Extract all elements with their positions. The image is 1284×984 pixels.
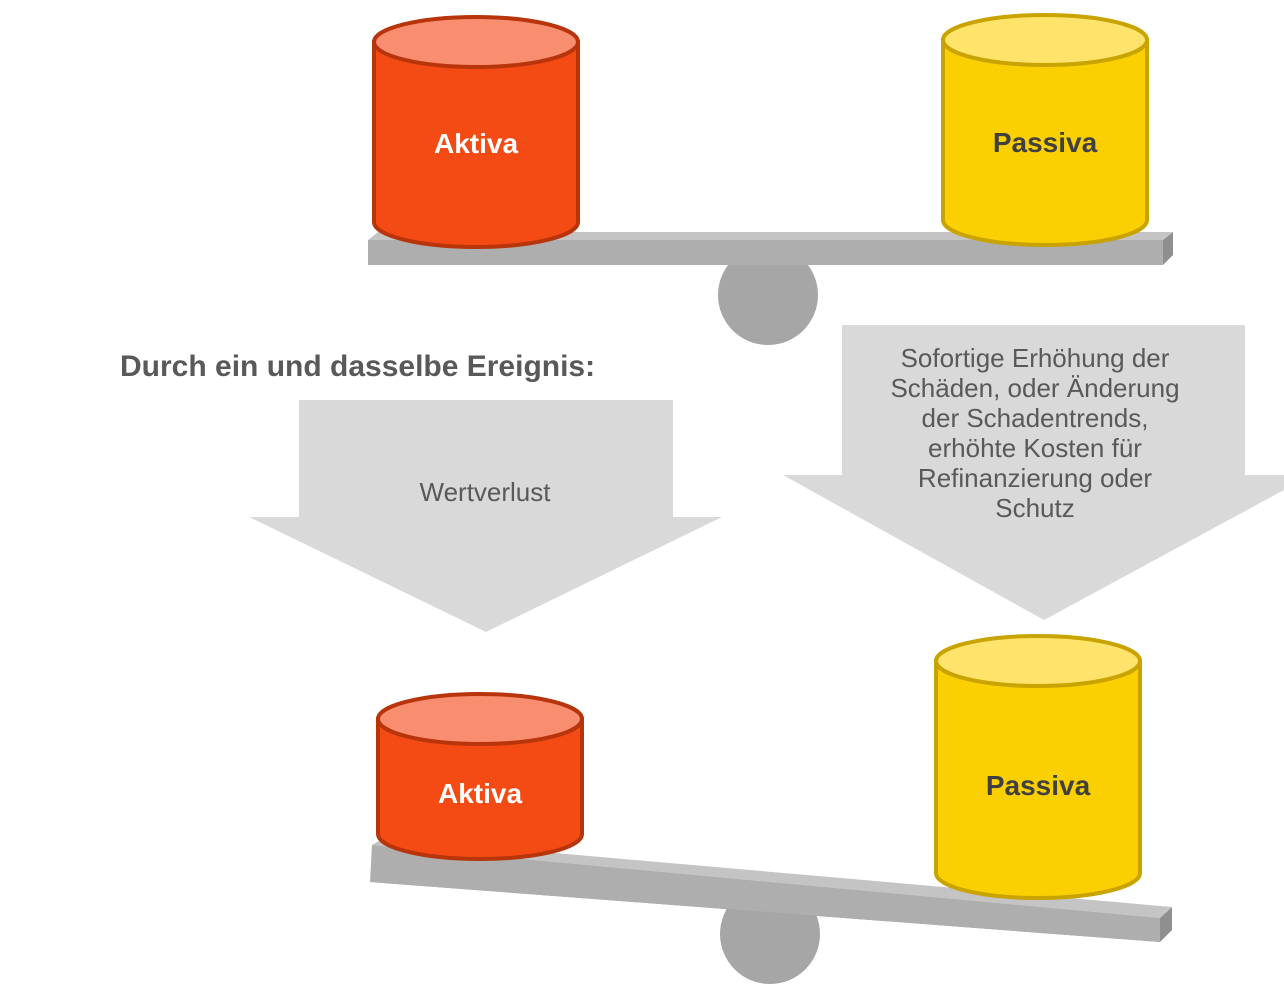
- right-arrow-line: Schäden, oder Änderung: [890, 373, 1180, 403]
- top-fulcrum: [718, 245, 818, 345]
- right-down-arrow: [783, 325, 1284, 620]
- bottom-passiva-label: Passiva: [986, 770, 1091, 801]
- right-arrow-line: Refinanzierung oder: [917, 463, 1153, 493]
- right-arrow-line: Sofortige Erhöhung der: [900, 343, 1170, 373]
- left-down-arrow: [249, 400, 722, 632]
- right-arrow-text: Sofortige Erhöhung der Schäden, oder Änd…: [845, 343, 1225, 523]
- bottom-aktiva-cylinder: Aktiva: [376, 692, 584, 861]
- top-beam: [368, 232, 1173, 265]
- right-arrow-line: der Schadentrends,: [921, 403, 1149, 433]
- bottom-scale: Aktiva Passiva: [370, 634, 1172, 984]
- right-arrow-line: Schutz: [995, 493, 1075, 523]
- top-scale: Aktiva Passiva: [368, 13, 1173, 345]
- top-passiva-label: Passiva: [993, 127, 1098, 158]
- top-aktiva-cylinder: Aktiva: [372, 15, 580, 249]
- event-heading: Durch ein und dasselbe Ereignis:: [120, 350, 596, 383]
- top-passiva-cylinder: Passiva: [941, 13, 1149, 247]
- bottom-aktiva-label: Aktiva: [438, 778, 522, 809]
- bottom-beam: [370, 838, 1172, 942]
- left-arrow-text: Wertverlust: [419, 477, 551, 507]
- right-arrow-line: erhöhte Kosten für: [928, 433, 1142, 463]
- bottom-passiva-cylinder: Passiva: [934, 634, 1142, 900]
- top-aktiva-label: Aktiva: [434, 128, 518, 159]
